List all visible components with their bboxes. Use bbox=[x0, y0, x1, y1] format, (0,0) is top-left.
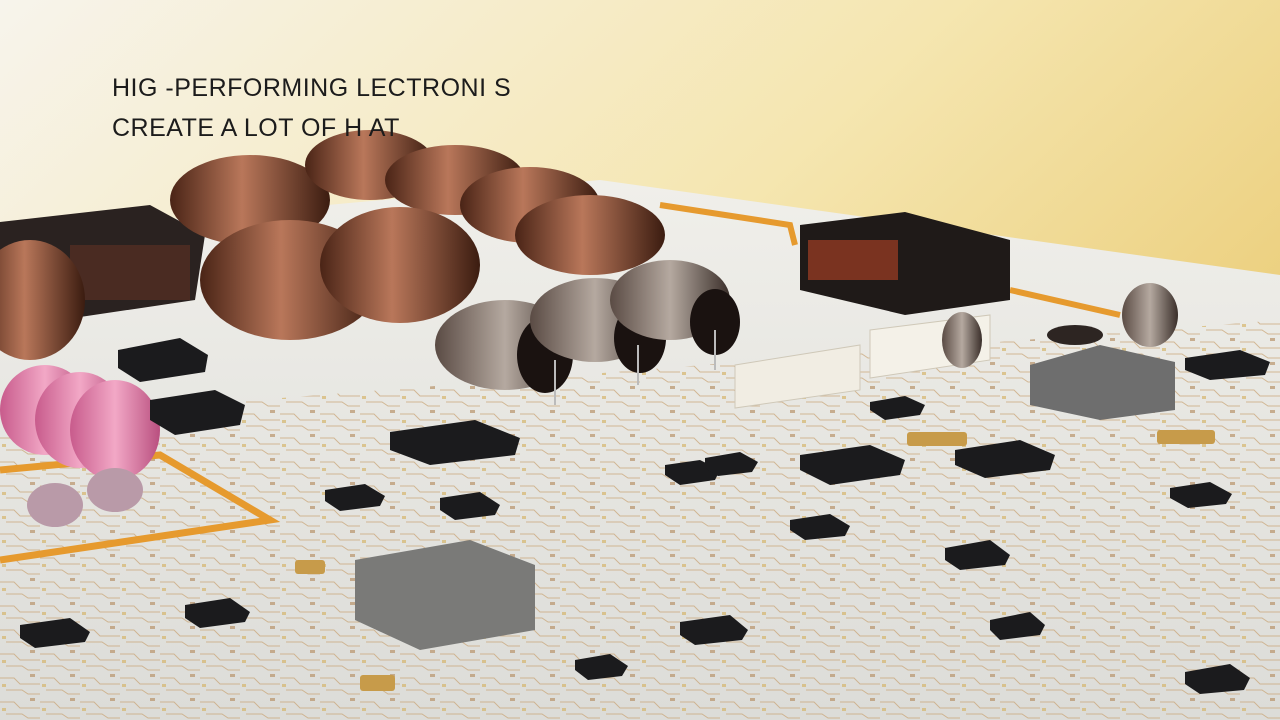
connector-block bbox=[0, 205, 205, 320]
ic-chips bbox=[20, 338, 1270, 694]
grey-inductor bbox=[1030, 345, 1175, 420]
metal-capacitors bbox=[435, 260, 740, 405]
caption-line-1: HIG -PERFORMING LECTRONI S bbox=[112, 74, 512, 102]
title-caption: HIG -PERFORMING LECTRONI S CREATE A LOT … bbox=[112, 68, 511, 148]
power-inductor bbox=[800, 212, 1010, 315]
pink-capacitors bbox=[0, 365, 160, 527]
grey-inductor-front bbox=[355, 540, 535, 650]
electrolytic-capacitors bbox=[0, 130, 665, 360]
smd-components bbox=[295, 430, 1215, 691]
caption-line-2: CREATE A LOT OF H AT bbox=[112, 114, 400, 142]
